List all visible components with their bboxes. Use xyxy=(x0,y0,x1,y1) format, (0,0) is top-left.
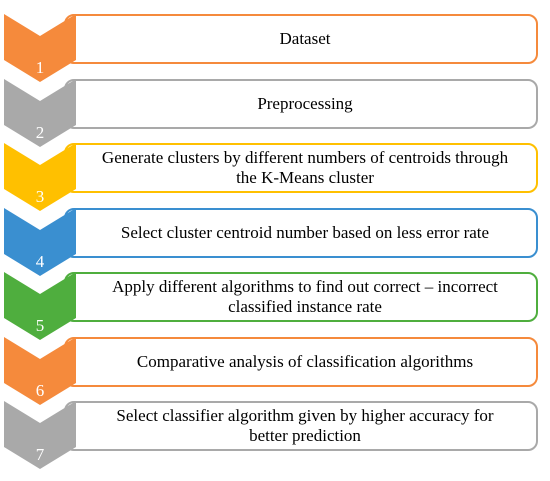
step-text: Select classifier algorithm given by hig… xyxy=(116,406,494,445)
step-number: 5 xyxy=(35,316,45,335)
chevron-shape xyxy=(4,207,76,276)
step-number: 7 xyxy=(35,445,45,464)
step-text: Dataset xyxy=(279,29,331,48)
chevron-arrow-icon xyxy=(4,78,76,147)
chevron-shape xyxy=(4,14,76,82)
step-number: 1 xyxy=(35,58,45,77)
step-number: 6 xyxy=(35,380,45,400)
step-text: Preprocessing xyxy=(257,93,353,113)
step-5: Apply different algorithms to find out c… xyxy=(0,272,550,340)
step-box: Comparative analysis of classification a… xyxy=(64,336,538,387)
chevron-arrow-icon xyxy=(4,272,76,340)
chevron-arrow-icon xyxy=(4,207,76,276)
chevron-arrow-icon xyxy=(4,336,76,405)
step-text: Generate clusters by different numbers o… xyxy=(101,148,509,187)
chevron-shape xyxy=(4,143,76,211)
step-4: Select cluster centroid number based on … xyxy=(0,207,550,276)
step-box: Apply different algorithms to find out c… xyxy=(64,272,538,322)
chevron-shape xyxy=(4,401,76,469)
chevron-shape xyxy=(4,78,76,147)
step-box: Preprocessing xyxy=(64,78,538,129)
step-text: Comparative analysis of classification a… xyxy=(136,351,474,371)
step-text: Apply different algorithms to find out c… xyxy=(112,277,498,316)
chevron-arrow-icon xyxy=(4,143,76,211)
step-number: 2 xyxy=(35,122,45,142)
step-7: Select classifier algorithm given by hig… xyxy=(0,401,550,469)
chevron-shape xyxy=(4,272,76,340)
step-box: Generate clusters by different numbers o… xyxy=(64,143,538,193)
chevron-shape xyxy=(4,336,76,405)
step-6: Comparative analysis of classification a… xyxy=(0,336,550,405)
chevron-arrow-icon xyxy=(4,14,76,82)
step-box: Select classifier algorithm given by hig… xyxy=(64,401,538,451)
step-2: Preprocessing 2 xyxy=(0,78,550,147)
step-number: 3 xyxy=(35,187,45,206)
step-box: Dataset xyxy=(64,14,538,64)
step-3: Generate clusters by different numbers o… xyxy=(0,143,550,211)
step-1: Dataset 1 xyxy=(0,14,550,82)
step-box: Select cluster centroid number based on … xyxy=(64,207,538,258)
step-text: Select cluster centroid number based on … xyxy=(120,222,490,242)
step-number: 4 xyxy=(35,251,45,271)
chevron-arrow-icon xyxy=(4,401,76,469)
